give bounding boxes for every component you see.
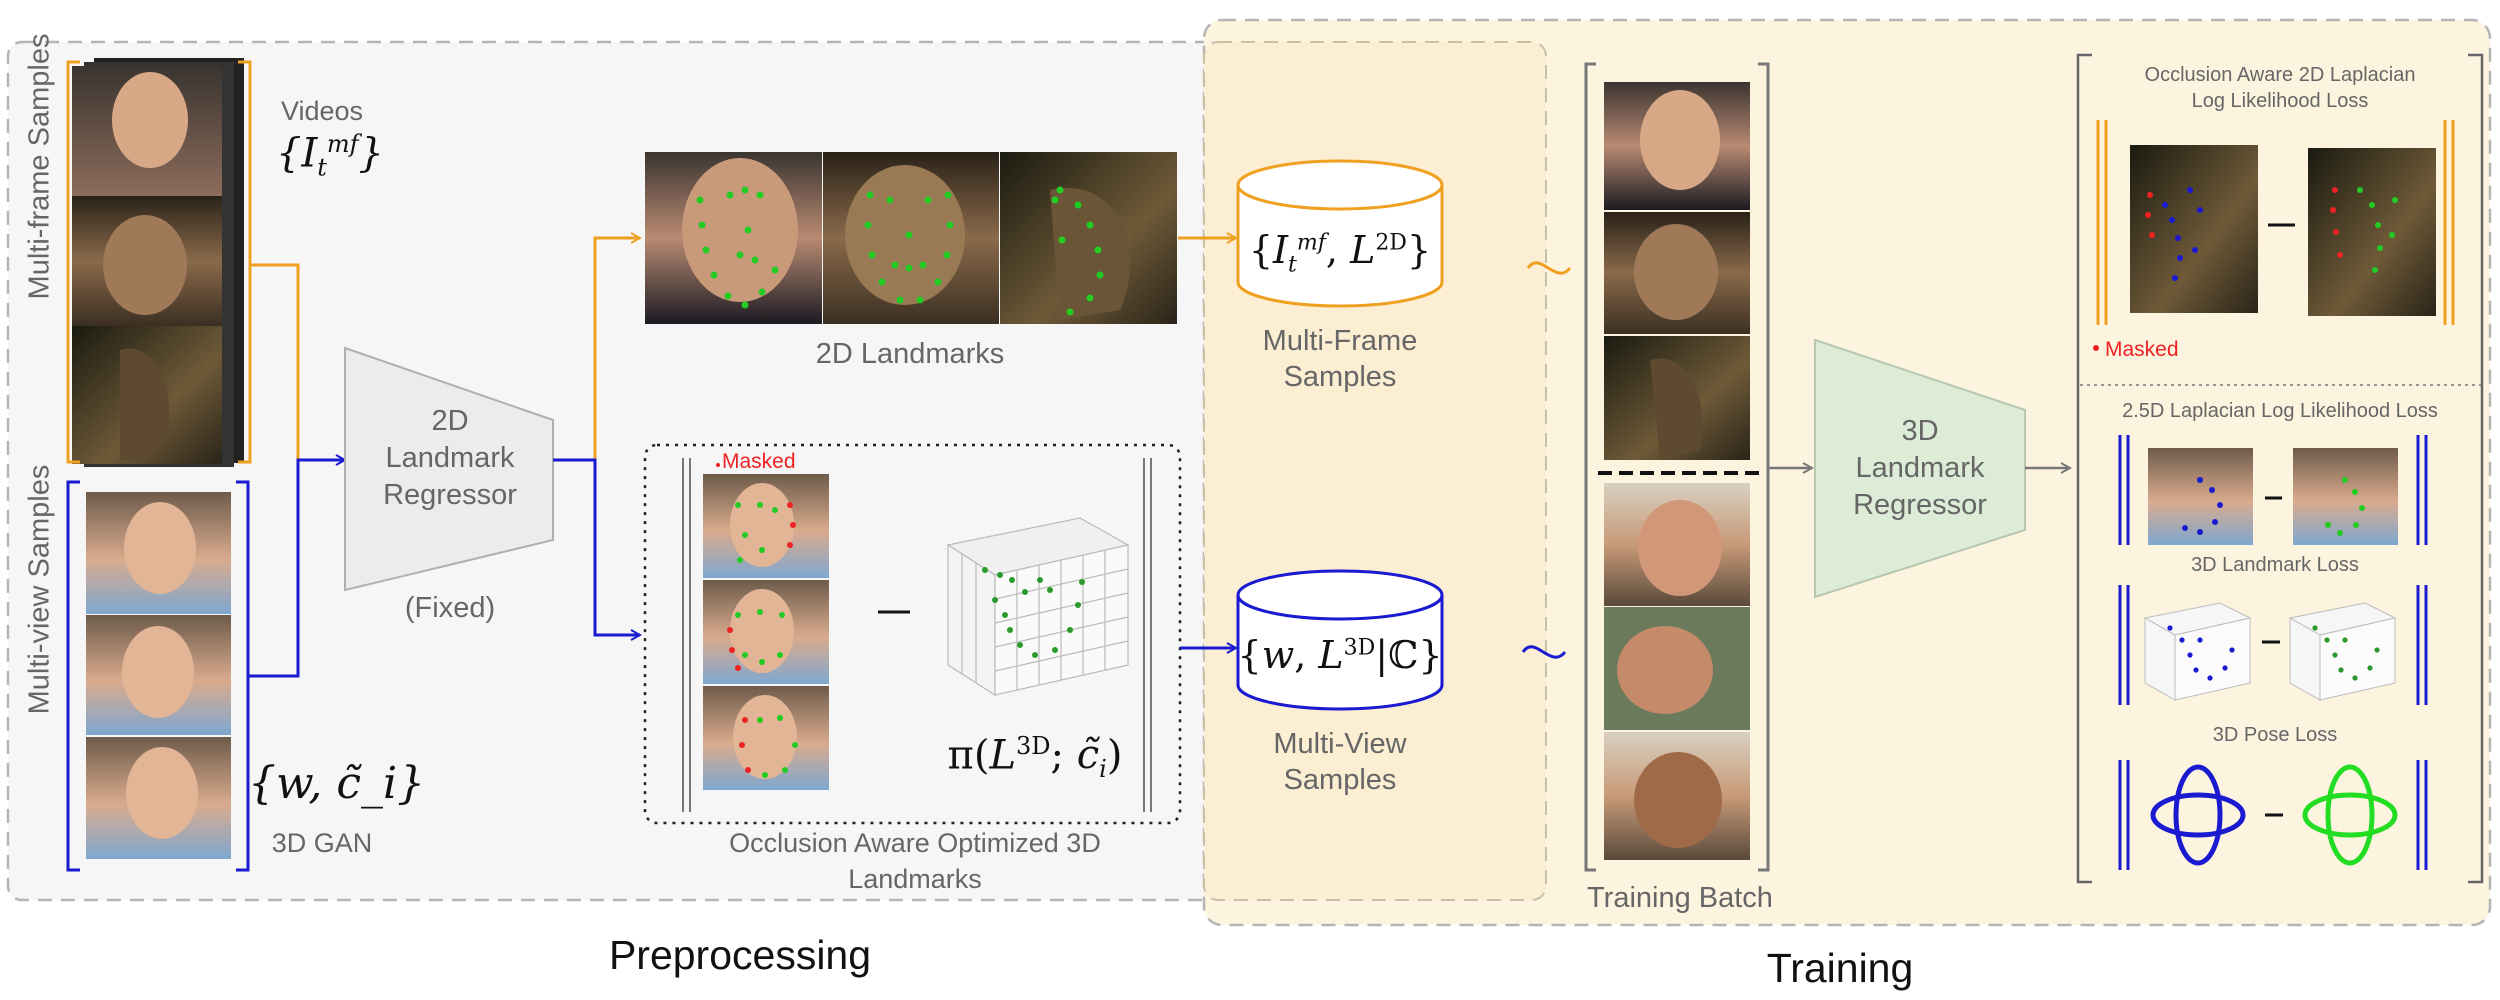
loss-masked-dot	[2093, 345, 2099, 351]
loss-pose-left-bars	[2118, 760, 2130, 870]
occlusion-right-bars	[1143, 458, 1152, 812]
multi-frame-bracket-right	[238, 60, 252, 464]
landmarks-3d-plot	[946, 517, 1130, 697]
multi-view-database-math: {w, L3D|ℂ}	[1237, 633, 1443, 677]
occlusion-projection-math: π(L3D; c̃i)	[947, 732, 1123, 784]
landmarks-2d-dots	[696, 186, 1104, 316]
multi-frame-database	[1236, 159, 1444, 308]
loss-25d-left-bars	[2118, 435, 2130, 545]
regressor-2d-note: (Fixed)	[404, 592, 496, 624]
loss-occlusion-title-line1: Occlusion Aware 2D Laplacian	[2144, 64, 2416, 86]
loss-2d-dots	[2145, 187, 2398, 281]
multi-frame-samples-label: Multi-frame Samples	[23, 33, 56, 300]
loss-pose-right-bars	[2416, 760, 2428, 870]
videos-math: {Itmf}	[275, 130, 384, 182]
regressor-3d-line3: Regressor	[1853, 489, 1987, 521]
multi-view-image-stack	[86, 492, 231, 859]
landmark-regressor-3d	[1814, 338, 2026, 599]
multi-view-samples-label: Multi-view Samples	[23, 464, 56, 715]
loss-masked-label: Masked	[2105, 338, 2179, 361]
loss-3d-right-bars	[2416, 585, 2428, 705]
pose-gyroscope-blue	[2150, 764, 2246, 866]
loss-25d-title: 2.5D Laplacian Log Likelihood Loss	[2122, 400, 2438, 422]
occlusion-caption-line1: Occlusion Aware Optimized 3D	[729, 828, 1101, 858]
sampling-tilde-orange	[1526, 261, 1572, 275]
pose-gyroscope-green	[2302, 764, 2398, 866]
section-training-title: Training	[1766, 945, 1914, 991]
loss-panel-left-bracket	[2076, 53, 2092, 884]
occlusion-face-images	[703, 474, 829, 790]
gan-math: {w, c̃_i}	[248, 758, 426, 809]
landmarks-3d-plot-dots	[982, 567, 1085, 658]
occlusion-masked-dot	[716, 463, 720, 467]
loss-occlusion-title-line2: Log Likelihood Loss	[2191, 90, 2369, 112]
regressor-3d-line2: Landmark	[1855, 452, 1985, 484]
multi-frame-database-line2: Samples	[1283, 361, 1397, 393]
occlusion-left-bars	[682, 458, 691, 812]
occlusion-landmark-dots	[727, 502, 798, 778]
sampling-tilde-blue	[1521, 645, 1567, 659]
regressor-3d-line1: 3D	[1901, 415, 1939, 447]
loss-25d-images	[2148, 448, 2398, 545]
loss-3d-left-bars	[2118, 585, 2130, 705]
loss-2d-right-bars	[2443, 120, 2455, 325]
multi-frame-image-stack	[72, 58, 244, 467]
multi-view-database-line1: Multi-View	[1273, 728, 1407, 760]
loss-2d-left-bars	[2096, 120, 2108, 325]
regressor-2d-line3: Regressor	[383, 479, 517, 511]
regressor-2d-line2: Landmark	[385, 442, 515, 474]
videos-label: Videos	[280, 96, 364, 126]
loss-3d-landmark-title: 3D Landmark Loss	[2191, 554, 2359, 576]
section-preprocessing-title: Preprocessing	[608, 932, 872, 978]
occlusion-caption-line2: Landmarks	[848, 864, 982, 894]
loss-3d-cubes	[2143, 602, 2397, 701]
landmarks-2d-caption: 2D Landmarks	[815, 338, 1005, 370]
loss-2d-images	[2130, 145, 2436, 316]
regressor-to-occlusion	[553, 458, 640, 635]
training-batch-images	[1604, 82, 1750, 860]
multi-view-database	[1236, 569, 1444, 711]
landmark-regressor-2d	[344, 346, 554, 592]
loss-25d-dots	[2182, 477, 2365, 536]
training-batch-caption: Training Batch	[1587, 882, 1773, 914]
multi-frame-database-math: {Itmf, L2D}	[1248, 228, 1432, 278]
landmarks-2d-images	[645, 152, 1177, 324]
multi-view-database-line2: Samples	[1283, 764, 1397, 796]
occlusion-masked-label: Masked	[722, 450, 796, 473]
loss-panel-right-bracket	[2468, 53, 2484, 884]
multi-frame-database-line1: Multi-Frame	[1262, 325, 1418, 357]
regressor-2d-line1: 2D	[431, 405, 469, 437]
loss-pose-title: 3D Pose Loss	[2212, 724, 2338, 746]
gan-label: 3D GAN	[271, 828, 373, 858]
multi-view-bracket	[66, 480, 80, 872]
loss-3d-dots	[2167, 625, 2380, 681]
multi-frame-bracket	[66, 60, 80, 464]
training-batch-left-bracket	[1584, 62, 1596, 872]
loss-25d-right-bars	[2416, 435, 2428, 545]
multi-view-connector	[248, 460, 345, 678]
